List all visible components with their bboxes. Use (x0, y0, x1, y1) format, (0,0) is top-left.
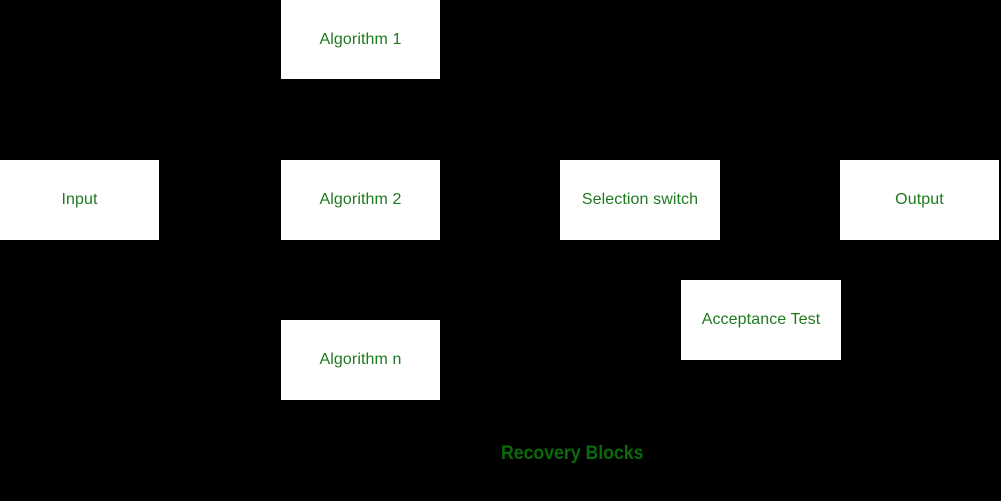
node-selection-switch[interactable]: Selection switch (560, 160, 720, 240)
node-label-output: Output (895, 191, 944, 209)
node-label-acceptance-test: Acceptance Test (701, 311, 821, 329)
node-label-algorithm-2: Algorithm 2 (319, 191, 402, 209)
node-algorithm-2[interactable]: Algorithm 2 (281, 160, 440, 240)
diagram-caption: Recovery Blocks (501, 443, 644, 464)
node-label-input: Input (61, 191, 98, 209)
node-output[interactable]: Output (840, 160, 999, 240)
node-algorithm-1[interactable]: Algorithm 1 (281, 0, 440, 79)
node-acceptance-test[interactable]: Acceptance Test (681, 280, 841, 360)
node-algorithm-n[interactable]: Algorithm n (281, 320, 440, 400)
node-label-algorithm-1: Algorithm 1 (319, 30, 402, 48)
node-label-algorithm-n: Algorithm n (319, 351, 402, 369)
node-input[interactable]: Input (0, 160, 159, 240)
node-label-selection-switch: Selection switch (581, 191, 699, 209)
